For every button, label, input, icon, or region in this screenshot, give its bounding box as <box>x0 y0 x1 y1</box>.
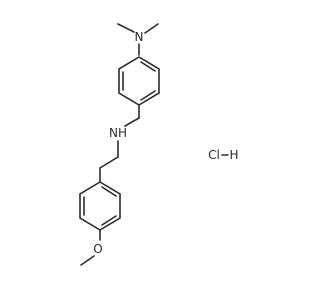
atom-label-nh: NH <box>109 126 127 140</box>
benzyl-linker <box>124 104 140 127</box>
bond-methyl-left <box>117 23 135 33</box>
molecule-structure: N NH O Cl H <box>79 23 239 266</box>
atom-label-dimethyl-n: N <box>135 30 144 44</box>
lower-ring-outline <box>79 181 121 231</box>
bond-ch2-nh <box>124 117 140 127</box>
atom-label-o: O <box>93 242 102 256</box>
bond-methyl-right <box>144 23 159 34</box>
upper-ring-outline <box>118 56 160 106</box>
upper-benzene-ring <box>118 56 160 106</box>
lower-ring-double-1 <box>101 186 117 197</box>
methoxy-group <box>80 229 101 266</box>
dimethylamino-group <box>117 23 159 56</box>
bond-ch2-ch2 <box>99 156 119 169</box>
upper-ring-double-2 <box>140 90 156 101</box>
ethyl-linker <box>99 140 119 183</box>
upper-ring-double-1 <box>140 61 156 72</box>
atom-label-h: H <box>229 148 238 162</box>
atom-label-cl: Cl <box>208 148 220 162</box>
bond-o-methyl <box>80 255 95 266</box>
lower-benzene-ring <box>79 181 121 231</box>
lower-ring-double-2 <box>101 215 117 226</box>
